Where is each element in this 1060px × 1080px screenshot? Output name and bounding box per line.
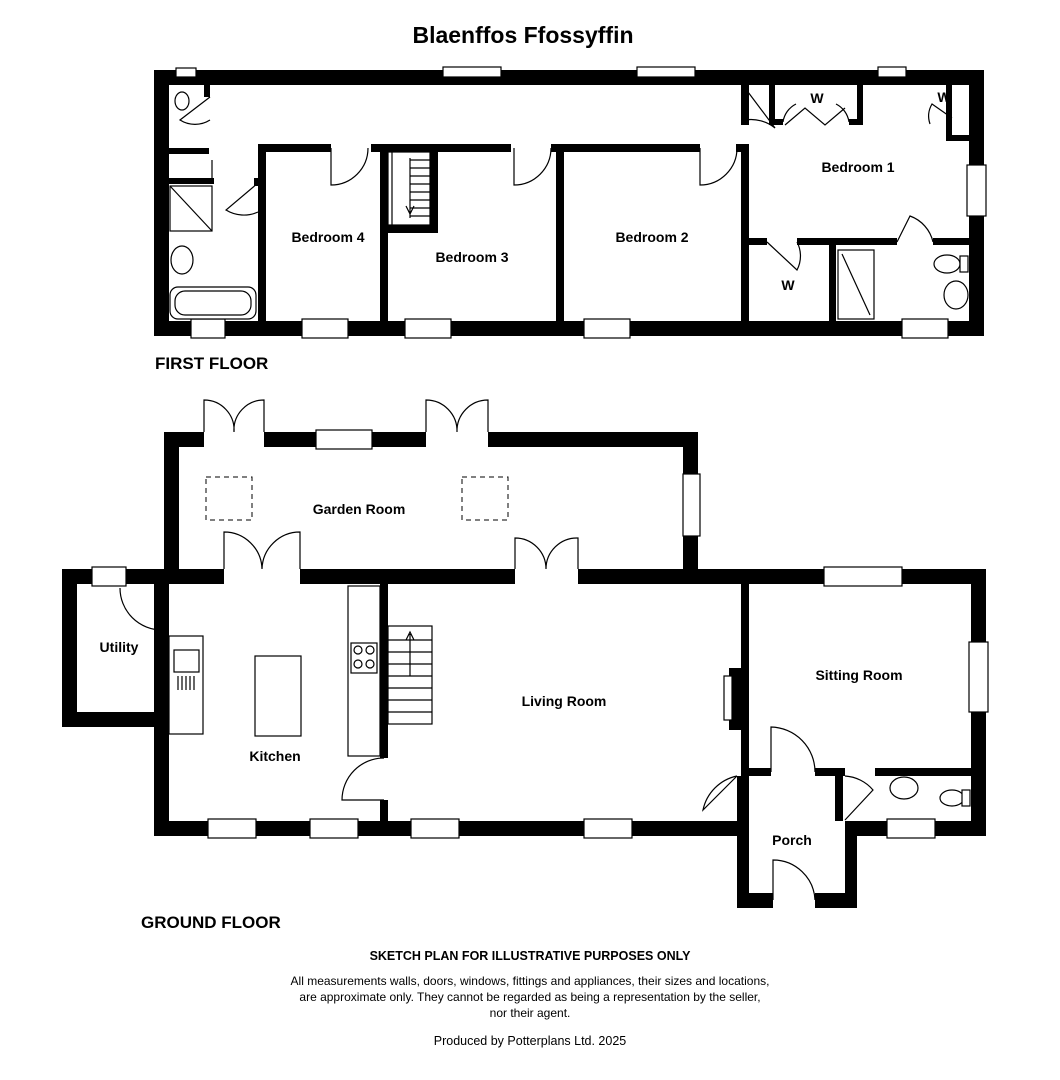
room-label-garden-room: Garden Room: [313, 501, 406, 517]
disclaimer-heading: SKETCH PLAN FOR ILLUSTRATIVE PURPOSES ON…: [369, 949, 691, 963]
room-label-sitting-room: Sitting Room: [815, 667, 902, 683]
toilet-icon: [933, 254, 961, 274]
ground-floor-windows: [91, 429, 989, 839]
roof-light: [205, 476, 253, 521]
first-floor-windows: [175, 66, 987, 339]
wardrobe-label: W: [937, 89, 951, 105]
room-label-bedroom-2: Bedroom 2: [615, 229, 688, 245]
basin-icon: [943, 280, 969, 310]
sink-icon: [173, 649, 200, 673]
basin-icon: [170, 245, 194, 275]
room-label-porch: Porch: [772, 832, 812, 848]
disclaimer-body: All measurements walls, doors, windows, …: [290, 974, 770, 1020]
room-label-bedroom-3: Bedroom 3: [435, 249, 508, 265]
ground-floor-label: GROUND FLOOR: [141, 913, 281, 932]
first-floor-plan: Bedroom 4 Bedroom 3 Bedroom 2 Bedroom 1 …: [154, 66, 987, 339]
toilet-icon: [939, 789, 965, 807]
room-label-kitchen: Kitchen: [249, 748, 300, 764]
producer-credit: Produced by Potterplans Ltd. 2025: [433, 1034, 627, 1048]
first-floor-staircase: [387, 151, 431, 226]
wardrobe-label: W: [810, 90, 824, 106]
first-floor-label: FIRST FLOOR: [155, 354, 268, 373]
ground-floor-plan: Garden Room Utility Kitchen Living Room …: [62, 399, 989, 908]
wardrobe-label: W: [781, 277, 795, 293]
kitchen-island: [254, 655, 302, 737]
ground-floor-staircase: [387, 625, 433, 725]
room-label-bedroom-1: Bedroom 1: [821, 159, 894, 175]
cloakroom-fixtures: [889, 776, 971, 807]
room-label-utility: Utility: [100, 639, 139, 655]
first-floor-fixtures: [169, 91, 969, 320]
basin-icon: [889, 776, 919, 800]
toilet-icon: [174, 91, 190, 111]
room-label-living-room: Living Room: [522, 693, 607, 709]
ground-floor-doors: [119, 399, 874, 901]
kitchen-units: [168, 585, 381, 757]
first-floor-interior-walls: [169, 85, 969, 326]
room-label-bedroom-4: Bedroom 4: [291, 229, 364, 245]
property-title: Blaenffos Ffossyffin: [412, 22, 633, 48]
first-floor-doors: [178, 87, 953, 271]
roof-light: [461, 476, 509, 521]
